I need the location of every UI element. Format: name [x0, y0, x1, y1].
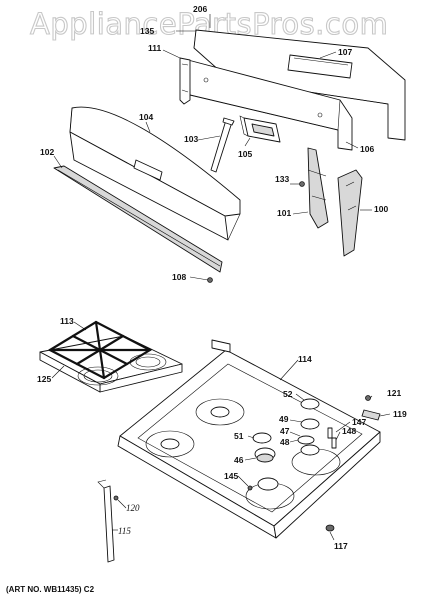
callout-51: 51: [234, 431, 244, 441]
part-115-tube: [103, 485, 115, 563]
callout-103: 103: [184, 134, 198, 144]
part-147-148-igniters: [327, 427, 337, 449]
part-113-grate: [47, 320, 153, 380]
callout-119: 119: [393, 409, 407, 419]
callout-47: 47: [280, 426, 290, 436]
part-102-trim-strip: [53, 165, 223, 273]
callout-100: 100: [374, 204, 388, 214]
callout-106: 106: [360, 144, 374, 154]
callout-107: 107: [338, 47, 352, 57]
part-145-screw: [247, 485, 253, 491]
part-52-cap: [300, 398, 320, 410]
part-105-clock-module: [239, 115, 281, 143]
callout-120: 120: [126, 503, 140, 513]
part-106-control-frame: [187, 59, 353, 151]
callout-121: 121: [387, 388, 401, 398]
part-103-rod: [210, 117, 235, 173]
callout-101: 101: [277, 208, 291, 218]
part-119-bracket: [361, 409, 381, 421]
art-number-caption: (ART NO. WB11435) C2: [6, 585, 95, 594]
part-133-screw: [299, 181, 305, 187]
part-107-backguard: [193, 29, 406, 141]
callout-108: 108: [172, 272, 186, 282]
part-104-control-panel: [69, 106, 241, 241]
callout-114: 114: [298, 354, 312, 364]
callout-115: 115: [118, 526, 131, 536]
callout-135: 135: [140, 26, 154, 36]
callout-133: 133: [275, 174, 289, 184]
part-121-screw: [365, 395, 371, 401]
part-51-cap: [252, 432, 272, 444]
part-111-side-bracket: [179, 57, 191, 105]
part-115-tube-end: [97, 479, 107, 489]
leader-lines: [51, 14, 391, 541]
callout-52: 52: [283, 389, 293, 399]
part-49-cap: [300, 418, 320, 430]
part-100-end-cap: [337, 169, 363, 257]
callout-102: 102: [40, 147, 54, 157]
callout-117: 117: [334, 541, 348, 551]
callout-148: 148: [342, 426, 356, 436]
burner-heads: [160, 406, 320, 491]
part-117-foot: [325, 524, 335, 532]
part-120-clip: [113, 495, 119, 501]
callout-147: 147: [352, 417, 366, 427]
part-48-cap: [297, 435, 315, 445]
callout-206: 206: [193, 4, 207, 14]
callout-104: 104: [139, 112, 153, 122]
callout-49: 49: [279, 414, 289, 424]
part-101-bracket: [307, 147, 329, 229]
callout-105: 105: [238, 149, 252, 159]
callout-125: 125: [37, 374, 51, 384]
callout-111: 111: [148, 43, 162, 53]
part-114-cooktop: [117, 339, 381, 539]
part-108-screw: [207, 277, 213, 283]
callout-145: 145: [224, 471, 238, 481]
callout-48: 48: [280, 437, 290, 447]
callout-113: 113: [60, 316, 74, 326]
callout-46: 46: [234, 455, 244, 465]
